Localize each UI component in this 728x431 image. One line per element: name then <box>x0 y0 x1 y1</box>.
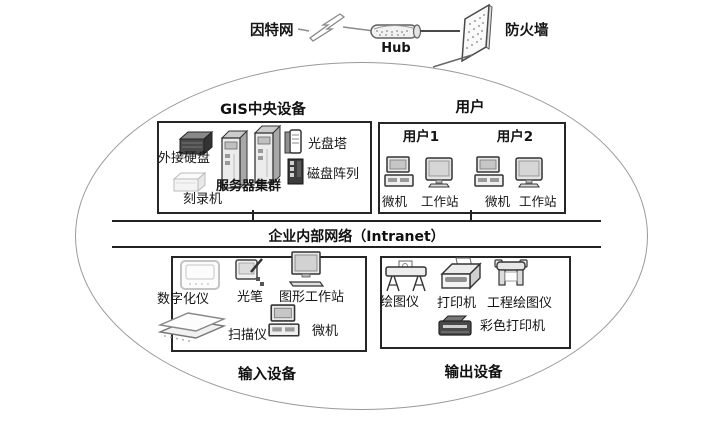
scanner-label: 扫描仪 <box>228 328 268 343</box>
scanner-icon <box>158 312 226 342</box>
user1-workstation-icon <box>425 157 453 188</box>
intranet-bus-bottom-line <box>112 246 601 248</box>
color-printer-icon <box>438 315 472 336</box>
users-bus-connector-line <box>470 210 472 221</box>
users-box <box>378 122 566 214</box>
output-devices-box <box>380 256 571 349</box>
color-printer-label: 彩色打印机 <box>480 319 546 334</box>
cd-tower-icon <box>284 129 302 154</box>
network-boundary-ellipse <box>75 62 648 410</box>
digitizer-icon <box>180 260 220 290</box>
user1-label: 用户1 <box>402 129 440 145</box>
gis-section-title: GIS中央设备 <box>220 102 306 118</box>
user2-workstation-label: 工作站 <box>519 194 557 209</box>
engineering-plotter-icon <box>494 259 528 286</box>
user1-workstation-label: 工作站 <box>421 194 459 209</box>
gis-bus-connector-line <box>252 210 254 221</box>
user2-pc-icon <box>474 156 504 187</box>
graphics-workstation-icon <box>288 251 325 287</box>
user1-pc-label: 微机 <box>382 194 408 209</box>
input-pc-label: 微机 <box>312 324 339 339</box>
users-section-title: 用户 <box>455 100 485 116</box>
user2-workstation-icon <box>515 157 543 188</box>
lightning-icon <box>298 13 374 42</box>
firewall-icon <box>461 3 493 62</box>
disk-array-icon <box>287 158 304 185</box>
input-devices-box <box>171 256 367 352</box>
engineering-plotter-label: 工程绘图仪 <box>487 296 553 311</box>
hub-icon <box>370 24 422 39</box>
plotter-label: 绘图仪 <box>380 295 420 310</box>
input-devices-caption: 输入设备 <box>238 367 296 383</box>
digitizer-label: 数字化仪 <box>157 292 210 307</box>
disk-array-label: 磁盘阵列 <box>307 167 360 182</box>
burner-icon <box>172 171 207 193</box>
user1-pc-icon <box>384 156 414 187</box>
hub-label: Hub <box>381 41 411 56</box>
internet-label: 因特网 <box>250 23 294 39</box>
input-pc-icon <box>268 304 300 337</box>
firewall-network-link-line <box>432 54 473 68</box>
hub-firewall-link-line <box>420 30 460 32</box>
external-hdd-icon <box>178 130 214 156</box>
printer-label: 打印机 <box>437 296 477 311</box>
light-pen-icon <box>235 258 264 286</box>
plotter-icon <box>385 260 427 292</box>
server-cluster-icon <box>220 124 282 190</box>
burner-label: 刻录机 <box>183 192 223 207</box>
cd-tower-label: 光盘塔 <box>308 137 348 152</box>
printer-icon <box>440 257 482 290</box>
gis-equipment-box <box>157 121 372 214</box>
light-pen-label: 光笔 <box>237 290 264 305</box>
firewall-label: 防火墙 <box>505 23 549 39</box>
user2-pc-label: 微机 <box>485 194 511 209</box>
graphics-workstation-label: 图形工作站 <box>279 290 345 305</box>
intranet-bus-label: 企业内部网络（Intranet） <box>268 229 445 245</box>
output-devices-caption: 输出设备 <box>444 365 503 381</box>
external-hdd-label: 外接硬盘 <box>158 151 211 166</box>
server-cluster-label: 服务器集群 <box>216 179 282 194</box>
user2-label: 用户2 <box>496 129 534 145</box>
intranet-bus-top-line <box>112 220 601 222</box>
